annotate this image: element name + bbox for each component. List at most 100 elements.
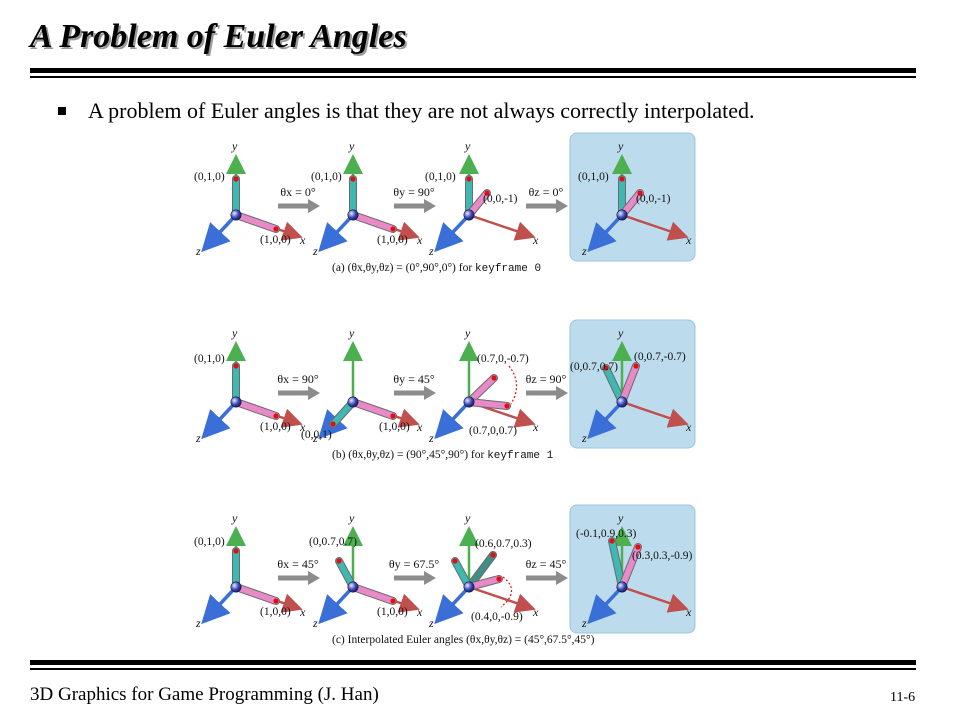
- row-b-panel-3-x-label: x: [532, 420, 539, 434]
- row-b-panel-3-dotted-arc: [508, 365, 518, 405]
- slide-title: A Problem of Euler Angles: [30, 18, 407, 55]
- row-a-panel-2-y-rod-tip: [350, 176, 356, 182]
- row-b-panel-1-origin-ball: [230, 396, 242, 408]
- title-divider-thick: [30, 68, 916, 73]
- row-b-panel-3-x-rod: [466, 375, 497, 405]
- row-b-panel-3-x-rod-tip: [491, 375, 497, 381]
- row-b-panel-1-y-label: y: [231, 326, 238, 340]
- row-b-panel-2-x-rod: [350, 399, 396, 419]
- row-c-panel-4-origin-ball: [616, 581, 628, 593]
- row-a-panel-1-x-rod: [233, 212, 279, 232]
- row-b-panel-3-z-label: z: [428, 431, 434, 445]
- row-b-panel-3-y-rod-tip: [504, 403, 510, 409]
- row-b-panel-4-y-rod-tip: [603, 365, 609, 371]
- row-a-panel-3-x-axis: [468, 213, 536, 241]
- row-a-panel-2-x-label: x: [416, 233, 423, 247]
- row-b-step-1-rotation-label: θx = 90°: [277, 372, 319, 386]
- row-b-panel-1-z-label: z: [195, 431, 201, 445]
- row-a-panel-1-x-label: x: [299, 233, 306, 247]
- row-c-panel-1-x-label: x: [299, 605, 306, 619]
- row-b-panel-2-label-1: (1,0,0): [379, 421, 410, 433]
- row-b-caption: (b) (θx,θy,θz) = (90°,45°,90°) for keyfr…: [332, 449, 554, 462]
- footer-divider-thin: [30, 668, 916, 670]
- row-c-panel-3-x-rod-tip: [496, 576, 502, 582]
- row-b-panel-2-label-2: (0,0,1): [301, 429, 332, 441]
- row-b-step-2-arrow-head: [424, 386, 436, 400]
- row-c-panel-3-origin-ball: [463, 581, 475, 593]
- row-a-panel-1-z-axis: [201, 213, 238, 253]
- row-c-panel-2-z-axis: [318, 585, 355, 625]
- row-b-panel-4-x-rod-tip: [633, 363, 639, 369]
- row-a-panel-1-label-2: (1,0,0): [260, 234, 291, 246]
- row-a-panel-1-label-1: (0,1,0): [194, 171, 225, 183]
- row-b-panel-1-z-axis: [201, 400, 238, 440]
- row-c-panel-2-y-rod-tip: [336, 558, 342, 564]
- row-a-panel-2-z-axis: [318, 213, 355, 253]
- row-a-step-2-rotation-label: θy = 90°: [393, 185, 435, 199]
- row-c-panel-2-z-label: z: [312, 616, 318, 630]
- title-divider-thin: [30, 76, 916, 78]
- row-a-panel-3-x-rod-tip: [484, 190, 490, 196]
- row-b-panel-2-origin-ball: [347, 396, 359, 408]
- row-a-panel-3-y-rod-tip: [466, 176, 472, 182]
- row-c-panel-2-label-2: (1,0,0): [377, 606, 408, 618]
- row-b-panel-4-z-label: z: [581, 431, 587, 445]
- row-c-panel-2-x-rod: [350, 584, 396, 604]
- row-c-panel-4-y-label: y: [617, 511, 624, 525]
- slide-number: 11-6: [890, 690, 916, 705]
- row-c-panel-2-x-label: x: [416, 605, 423, 619]
- row-a-panel-4-x-axis: [621, 213, 689, 241]
- row-a-panel-4-y-label: y: [617, 139, 624, 153]
- row-b-panel-1-x-label: x: [299, 420, 306, 434]
- row-b-step-3-rotation-label: θz = 90°: [526, 372, 567, 386]
- row-a-panel-3-y-label: y: [464, 139, 471, 153]
- row-c-step-3-arrow-head: [556, 571, 568, 585]
- row-b-step-2-rotation-label: θy = 45°: [393, 372, 435, 386]
- row-c-panel-4-x-rod: [619, 544, 641, 590]
- row-c-panel-1-label-1: (0,1,0): [194, 536, 225, 548]
- row-c-panel-1-label-2: (1,0,0): [260, 606, 291, 618]
- row-a-caption-code: keyframe 0: [475, 263, 541, 275]
- row-c-panel-3-y-label: y: [464, 511, 471, 525]
- row-a-panel-4-label-2: (0,0,-1): [636, 193, 671, 205]
- row-c-panel-2-y-label: y: [348, 511, 355, 525]
- row-c-panel-4-y-rod-tip: [609, 538, 615, 544]
- bullet-item: A problem of Euler angles is that they a…: [58, 98, 755, 124]
- row-c-step-2-arrow-head: [424, 571, 436, 585]
- row-a-caption-text: (a) (θx,θy,θz) = (0°,90°,0°) for: [332, 262, 475, 274]
- row-b-panel-4-label-1: (0,0.7,0.7): [570, 361, 618, 373]
- row-c-panel-3-dotted-arc: [500, 576, 513, 608]
- row-c-panel-3-z-axis: [434, 585, 471, 625]
- row-c-panel-4-label-2: (0.3,0.3,-0.9): [632, 550, 693, 562]
- row-c-panel-2-x-rod-tip: [390, 598, 396, 604]
- row-a-panel-1-y-rod-tip: [233, 176, 239, 182]
- square-bullet-icon: [58, 106, 66, 115]
- row-b-step-3-arrow-head: [556, 386, 568, 400]
- row-c-panel-1-origin-ball: [230, 581, 242, 593]
- row-b-panel-2-z-rod-tip: [330, 421, 336, 427]
- row-a-panel-2-x-rod-tip: [390, 226, 396, 232]
- row-a-panel-4-y-rod-tip: [619, 176, 625, 182]
- row-c-panel-3-x-label: x: [532, 605, 539, 619]
- row-c-panel-1-y-label: y: [231, 511, 238, 525]
- row-b-panel-3-label-2: (0.7,0,0.7): [469, 425, 517, 437]
- row-a-panel-3-z-axis: [434, 213, 471, 253]
- row-b-panel-1-y-rod-tip: [233, 363, 239, 369]
- row-a-panel-3-z-label: z: [428, 244, 434, 258]
- row-b-panel-3-y-label: y: [464, 326, 471, 340]
- row-b-panel-4-x-rod: [619, 363, 639, 405]
- row-a-panel-3-x-label: x: [532, 233, 539, 247]
- row-c-panel-2-label-1: (0,0.7,0.7): [309, 536, 357, 548]
- row-c-step-1-rotation-label: θx = 45°: [277, 557, 319, 571]
- row-c-panel-3-z-rod-tip: [452, 558, 458, 564]
- row-a-panel-4-z-label: z: [581, 244, 587, 258]
- row-a-panel-2-z-label: z: [312, 244, 318, 258]
- bullet-text: A problem of Euler angles is that they a…: [88, 98, 755, 123]
- row-a-step-3-rotation-label: θz = 0°: [529, 185, 564, 199]
- row-a-step-1-arrow-head: [308, 199, 320, 213]
- row-b-panel-1-label-2: (1,0,0): [260, 421, 291, 433]
- row-b-panel-4-origin-ball: [616, 396, 628, 408]
- row-c-panel-1-z-label: z: [195, 616, 201, 630]
- row-b-panel-2-y-label: y: [348, 326, 355, 340]
